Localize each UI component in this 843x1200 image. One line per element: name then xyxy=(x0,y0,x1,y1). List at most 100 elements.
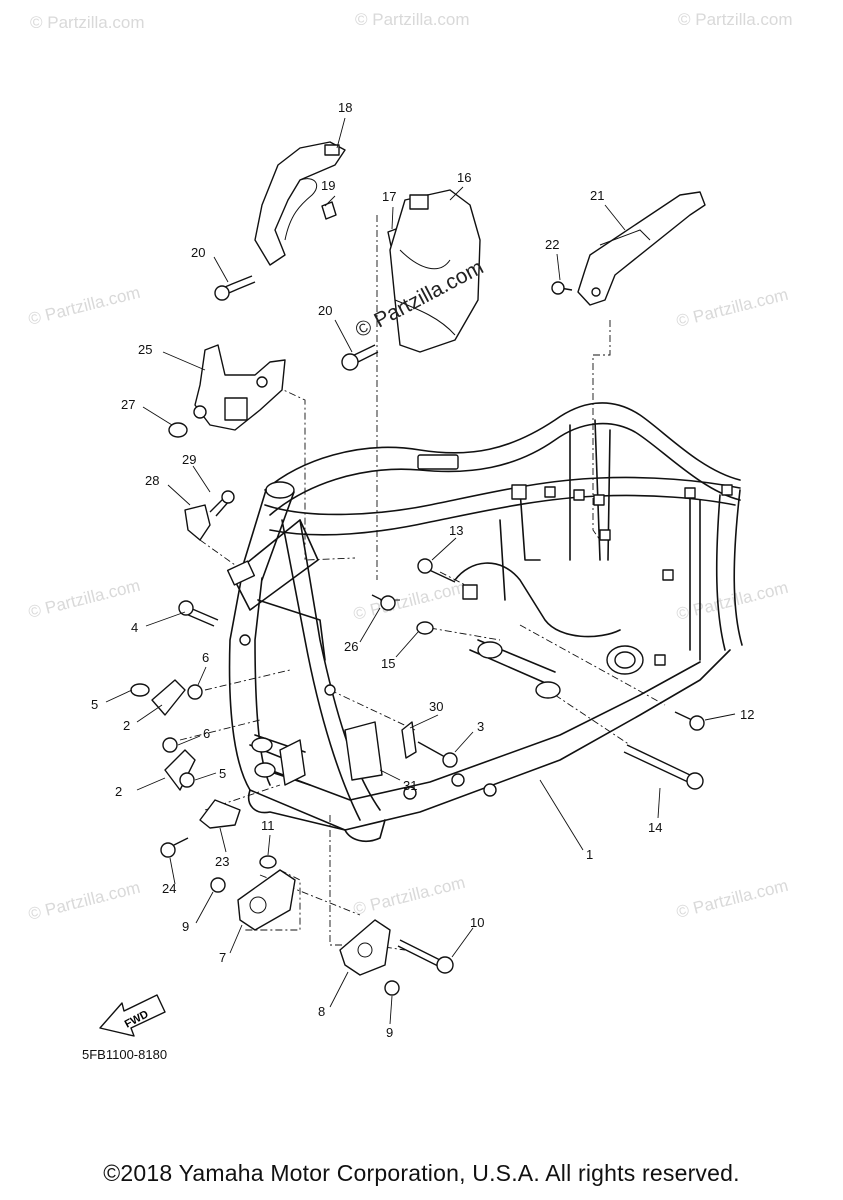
frame-tab xyxy=(684,487,696,499)
bolt-20-upper xyxy=(214,275,256,301)
callout-5-lower: 5 xyxy=(219,766,226,781)
bolt-26 xyxy=(371,594,396,611)
frame-tab xyxy=(662,569,674,581)
frame-tab xyxy=(721,484,733,496)
bolt-22 xyxy=(551,281,573,295)
watermark: © Partzilla.com xyxy=(30,13,145,32)
callout-31: 31 xyxy=(403,778,417,793)
nut-5-lower xyxy=(179,772,195,788)
callout-2-lower: 2 xyxy=(115,784,122,799)
bolt-4 xyxy=(178,600,219,627)
cover-18 xyxy=(254,141,346,266)
bolt-14 xyxy=(623,744,704,790)
plate-2-lower xyxy=(164,749,196,791)
callout-12: 12 xyxy=(740,707,754,722)
label-19 xyxy=(321,201,337,220)
frame-tab xyxy=(573,489,585,501)
frame-tab xyxy=(511,484,527,500)
frame-tab xyxy=(593,494,605,506)
callout-leaders xyxy=(105,117,736,1025)
callout-16: 16 xyxy=(457,170,471,185)
bolt-10 xyxy=(397,939,454,974)
bracket-28 xyxy=(184,504,211,541)
bracket-30 xyxy=(401,721,417,759)
washer-5-upper xyxy=(130,683,150,697)
callout-13: 13 xyxy=(449,523,463,538)
cross-tube-end xyxy=(251,737,273,753)
fwd-arrow: FWD xyxy=(99,994,166,1037)
bolt-20-lower xyxy=(341,344,379,371)
callout-20-lower: 20 xyxy=(318,303,332,318)
callout-24: 24 xyxy=(162,881,176,896)
callout-9-lower: 9 xyxy=(386,1025,393,1040)
callout-3: 3 xyxy=(477,719,484,734)
callout-30: 30 xyxy=(429,699,443,714)
callout-27: 27 xyxy=(121,397,135,412)
watermark: © Partzilla.com xyxy=(351,578,467,624)
frame-boss xyxy=(324,684,336,696)
frame-boss xyxy=(239,634,251,646)
frame-tab xyxy=(654,654,666,666)
callout-7: 7 xyxy=(219,950,226,965)
callouts: 18 19 17 16 21 22 20 20 25 27 29 28 13 4… xyxy=(91,100,754,1040)
frame-boss xyxy=(451,773,465,787)
frame-boss xyxy=(403,786,417,800)
callout-21: 21 xyxy=(590,188,604,203)
bolt-9-upper xyxy=(210,877,226,893)
bolt-6-upper xyxy=(187,684,203,700)
callout-10: 10 xyxy=(470,915,484,930)
callout-6-upper: 6 xyxy=(202,650,209,665)
cross-tube-end xyxy=(477,641,503,659)
callout-6-lower: 6 xyxy=(203,726,210,741)
copyright-notice: ©2018 Yamaha Motor Corporation, U.S.A. A… xyxy=(103,1160,740,1186)
bolt-12 xyxy=(674,711,705,731)
main-frame xyxy=(226,402,743,842)
washer-15 xyxy=(416,621,434,635)
frame-tab xyxy=(226,560,256,586)
watermark: © Partzilla.com xyxy=(26,576,142,622)
frame-tab xyxy=(417,454,459,470)
watermark: © Partzilla.com xyxy=(26,878,142,924)
callout-29: 29 xyxy=(182,452,196,467)
callout-14: 14 xyxy=(648,820,662,835)
watermark: © Partzilla.com xyxy=(26,283,142,329)
frame-boss xyxy=(483,783,497,797)
watermark: © Partzilla.com xyxy=(678,10,793,29)
plate-2-upper xyxy=(151,679,186,716)
fasteners xyxy=(130,275,705,996)
bolt-9-lower xyxy=(384,980,400,996)
cover-16 xyxy=(389,189,481,353)
callout-22: 22 xyxy=(545,237,559,252)
watermark: © Partzilla.com xyxy=(351,873,467,919)
bolt-29 xyxy=(209,490,235,517)
callout-26: 26 xyxy=(344,639,358,654)
diagram-code: 5FB1100-8180 xyxy=(82,1047,168,1062)
frame-tab xyxy=(544,486,556,498)
bolt-13 xyxy=(417,558,456,583)
callout-4: 4 xyxy=(131,620,138,635)
callout-8: 8 xyxy=(318,1004,325,1019)
callout-15: 15 xyxy=(381,656,395,671)
frame-tab xyxy=(599,529,611,541)
watermark: © Partzilla.com xyxy=(674,285,790,331)
bolt-6-lower xyxy=(162,737,178,753)
bolt-24 xyxy=(160,837,189,858)
bracket-25 xyxy=(193,344,286,431)
callout-23: 23 xyxy=(215,854,229,869)
callout-2-upper: 2 xyxy=(123,718,130,733)
watermark: © Partzilla.com xyxy=(674,876,790,922)
callout-25: 25 xyxy=(138,342,152,357)
grommet-27 xyxy=(168,422,188,438)
callout-19: 19 xyxy=(321,178,335,193)
pivot-boss-inner xyxy=(614,651,636,669)
callout-20-upper: 20 xyxy=(191,245,205,260)
plate-7 xyxy=(237,869,296,931)
watermark: © Partzilla.com xyxy=(355,10,470,29)
cross-tube-end xyxy=(535,681,561,699)
steering-head xyxy=(265,481,295,499)
callout-18: 18 xyxy=(338,100,352,115)
callout-1: 1 xyxy=(586,847,593,862)
callout-9-upper: 9 xyxy=(182,919,189,934)
frame-tab xyxy=(462,584,478,600)
